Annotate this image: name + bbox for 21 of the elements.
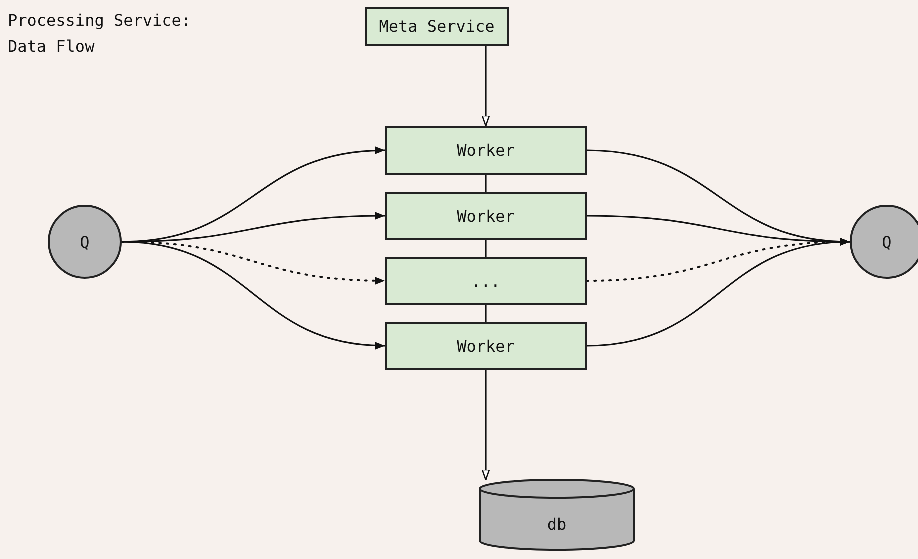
process-box [385,322,587,370]
node-label: db [547,514,567,534]
connector-line [485,175,487,192]
node-label: Meta Service [379,17,495,36]
process-box [385,126,587,175]
connector-line [485,240,487,257]
connector-line [485,305,487,322]
arrow [482,370,490,481]
node-label: Q [882,232,892,252]
arrow [586,238,850,347]
arrow [482,46,490,127]
node-label: Worker [457,141,515,160]
node-label: Worker [457,206,515,226]
process-box [385,192,587,240]
process-box [365,7,509,46]
arrow [122,241,386,350]
process-box [385,257,587,305]
diagram-title: Processing Service: Data Flow [8,10,192,58]
node-label: Worker [457,336,515,356]
node-label: ... [472,272,500,290]
node-label: Q [80,232,90,252]
